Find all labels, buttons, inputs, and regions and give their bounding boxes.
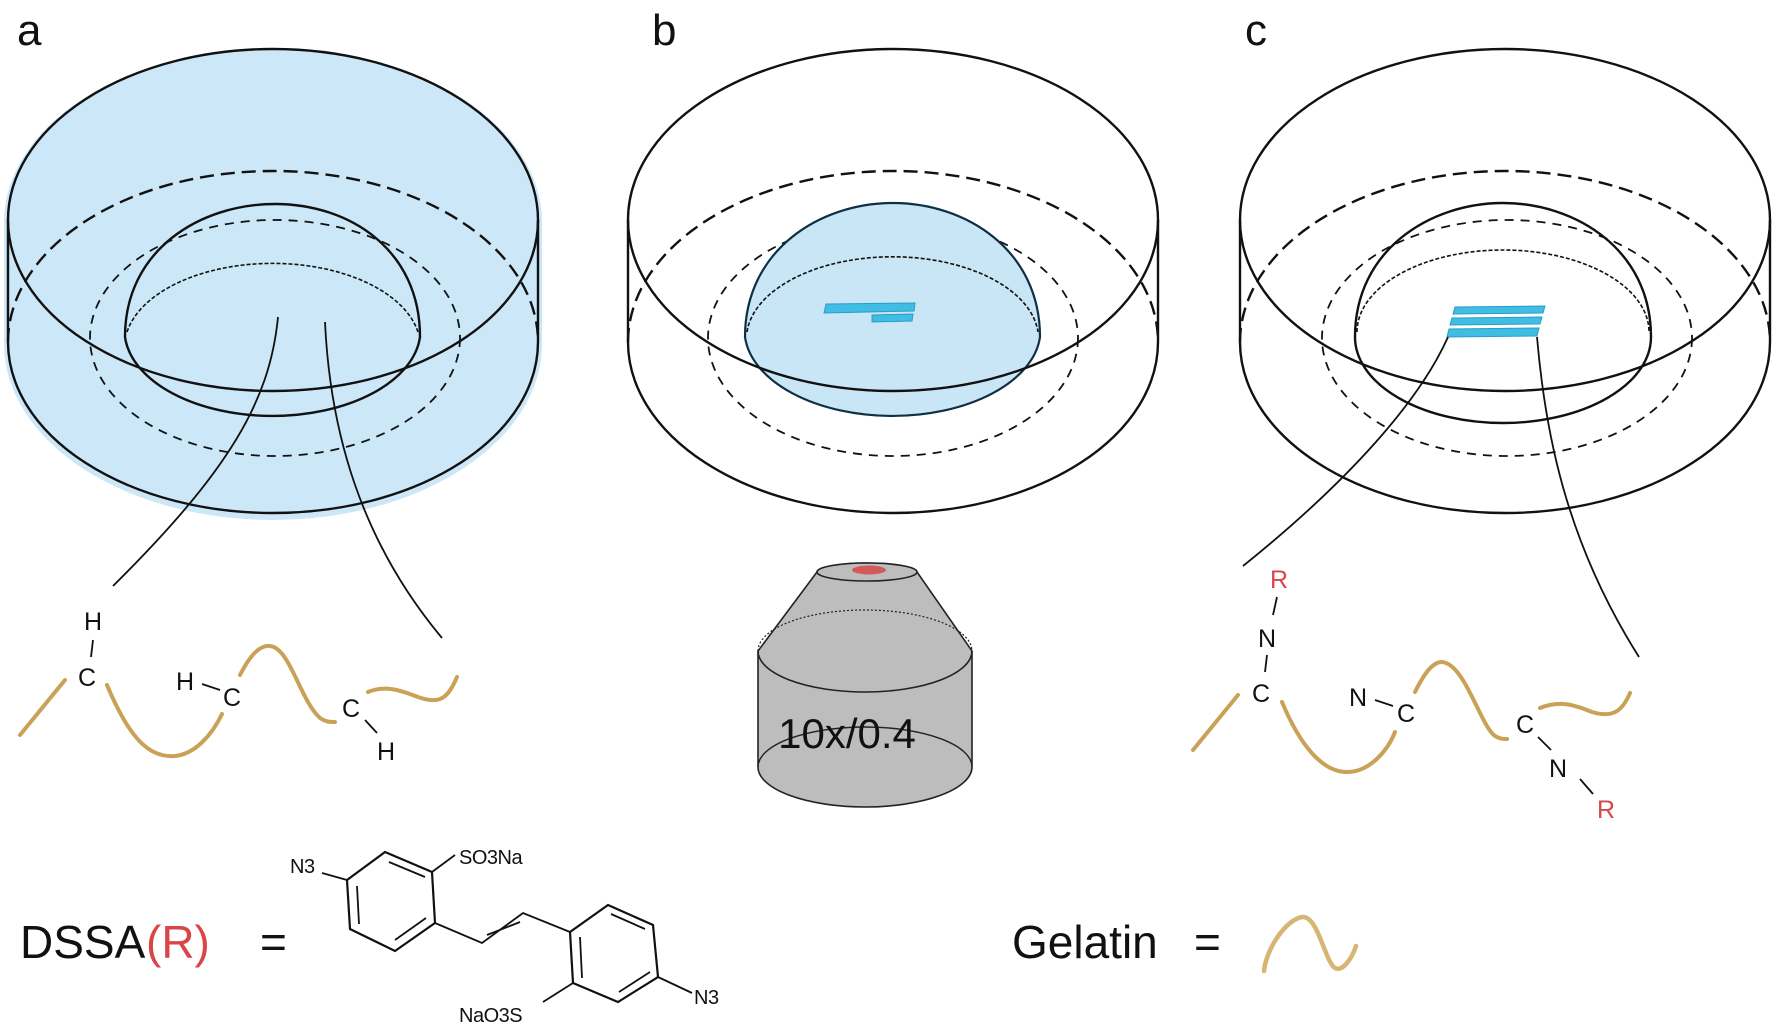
dish-bottom-front-edge [626,341,1160,515]
atom-c: C [342,695,360,723]
objective-spec: 10x/0.4 [778,710,916,757]
gelatin-chain-a [18,643,459,759]
dssa-equals: = [260,916,287,968]
atom-n: N [1549,755,1567,783]
double-bond [579,936,583,979]
droplet-dome [123,202,422,418]
legend-gelatin: Gelatin = [1012,914,1359,974]
dish-bottom-back-edge [626,169,1160,343]
atom-h: H [176,668,194,696]
atom-c: C [1516,711,1534,739]
gelatin-chain-icon [1261,914,1359,974]
panel-label-a: a [17,6,42,55]
bond-n3 [321,872,348,881]
atom-n: N [1258,625,1276,653]
atom-c: C [1397,700,1415,728]
panel-b: b 10x/0.4 [626,6,1160,808]
atom-r: R [1597,796,1615,824]
laser-spot [852,565,886,575]
bond-ch [90,639,94,658]
zoom-leader-left [1242,336,1449,567]
objective-bottom-back [757,726,973,768]
written-stripe [1449,316,1543,326]
group-n3: N3 [290,856,315,878]
dish-bottom-back-edge [6,169,540,343]
bond-nr [1579,778,1594,795]
atom-c: C [78,664,96,692]
gelatin-equals: = [1194,916,1221,968]
bond-ch [364,719,378,734]
group-nao3s: NaO3S [459,1005,522,1024]
bond-ch [201,683,221,691]
written-stripe [871,313,914,323]
bond-cn [1537,736,1552,751]
atom-h: H [84,608,102,636]
droplet-base-back [746,255,1039,333]
double-bond [610,913,646,930]
panel-label-b: b [652,6,676,55]
dish-bottom-front-edge [6,341,540,515]
objective-body [757,562,973,808]
benzene-ring [345,850,437,953]
double-bond [394,917,427,941]
atom-r: R [1270,566,1288,594]
double-bond [388,861,426,878]
dish-bottom-back-edge [1238,169,1772,343]
zoom-leader-left [112,316,279,587]
double-bond [486,921,521,936]
chem-groups-c: R N C N C C N R [1252,566,1615,824]
droplet-base-back [1356,249,1650,333]
double-bond [356,885,360,925]
atom-c: C [223,684,241,712]
atom-h: H [377,738,395,766]
droplet-base-back [126,262,419,333]
chem-groups-a: H C H C C H [78,608,395,766]
dssa-name: DSSA [20,916,146,968]
group-n3: N3 [694,987,719,1009]
gelatin-chain-c [1191,660,1632,774]
dssa-symbol: (R) [146,916,210,968]
bond-nc [1374,699,1394,707]
panel-c: c R N C N [1191,6,1772,824]
medium-fill [4,48,542,520]
atom-c: C [1252,680,1270,708]
bond-n3 [657,976,693,994]
objective-mid-front [757,650,973,693]
zoom-leader-right [1536,336,1640,658]
written-stripe [1452,305,1546,315]
bond-rn [1272,596,1278,616]
bond-nc [1264,654,1268,673]
zoom-leader-right [324,321,443,639]
dish-a [4,47,542,520]
written-stripe [823,302,916,314]
atom-n: N [1349,684,1367,712]
written-stripe [1446,327,1540,338]
panel-label-c: c [1245,6,1267,55]
ring-dashed [89,219,461,457]
dish-b [626,47,1160,515]
legend-dssa: DSSA (R) = N3 SO3Na N3 NaO3S [20,847,719,1024]
microscope-objective: 10x/0.4 [757,562,973,808]
bond-so3na [431,854,456,873]
dish-c [1238,47,1772,515]
group-so3na: SO3Na [459,847,523,869]
benzene-ring [568,903,660,1004]
bond-so3na [542,982,574,1003]
double-bond [618,971,651,993]
panel-a: a H [4,6,542,766]
ring-dashed [1321,219,1693,457]
dssa-structure: N3 SO3Na N3 NaO3S [290,847,719,1024]
objective-mid-back [757,609,973,652]
gelatin-name: Gelatin [1012,916,1158,968]
dish-bottom-front-edge [1238,341,1772,515]
